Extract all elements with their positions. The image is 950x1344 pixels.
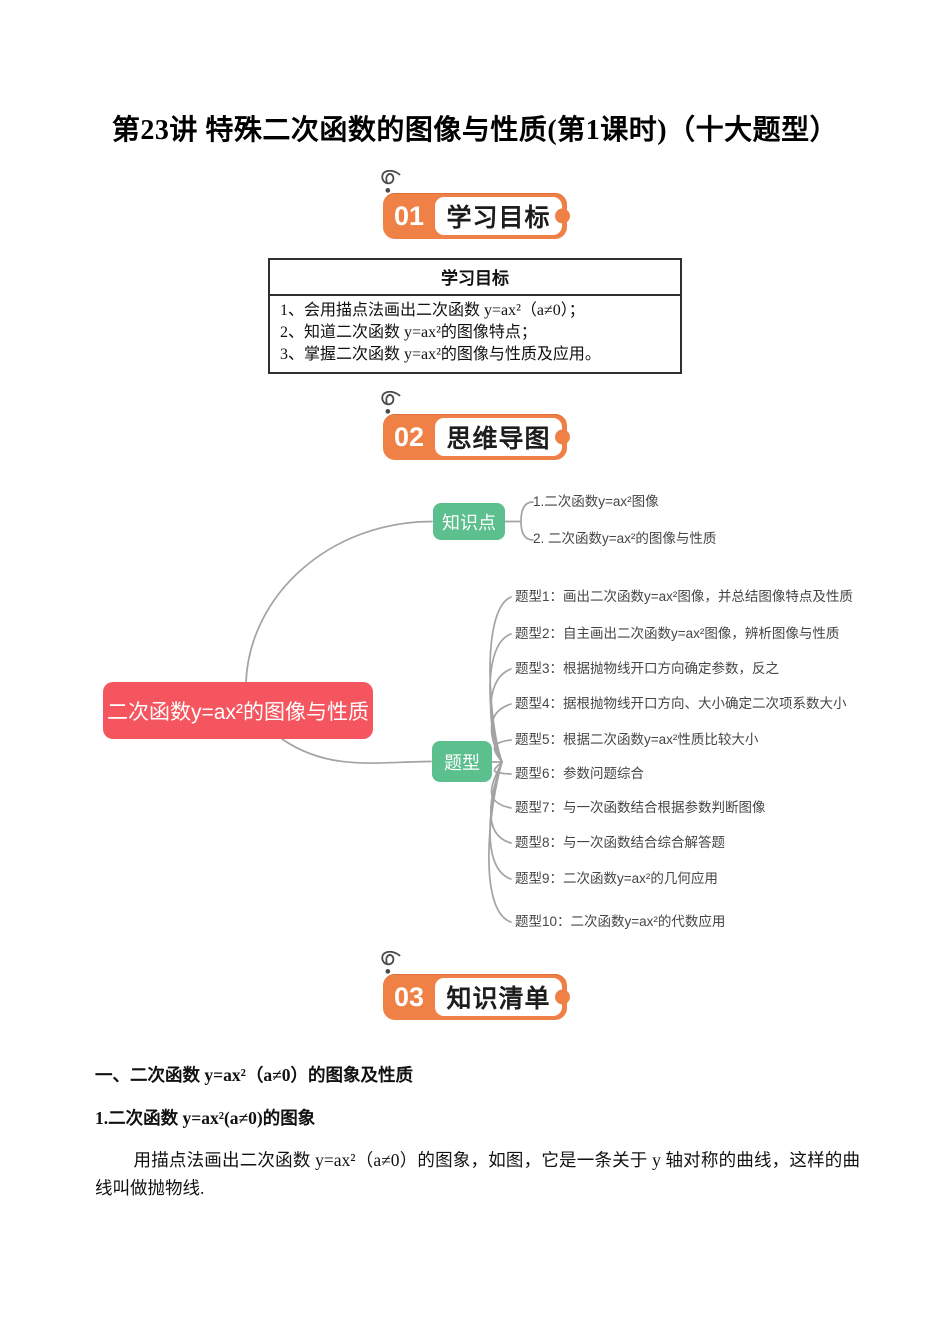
pin-icon <box>381 950 401 974</box>
objective-item-1: 1、会用描点法画出二次函数 y=ax²（a≠0）； <box>280 302 585 319</box>
mindmap-branch-knowledge: 知识点 <box>433 503 505 540</box>
section-label: 学习目标 <box>446 204 551 232</box>
section-badge-mindmap: 02 思维导图 <box>381 390 570 460</box>
objectives-table-body: 1、会用描点法画出二次函数 y=ax²（a≠0）； 2、知道二次函数 y=ax²… <box>270 296 680 372</box>
problem-type-item: 题型8：与一次函数结合综合解答题 <box>515 835 726 850</box>
section-label-pill: 思维导图 <box>435 418 570 456</box>
section-label: 思维导图 <box>446 425 551 453</box>
notch-decoration <box>555 429 570 445</box>
objective-item-3: 3、掌握二次函数 y=ax²的图像与性质及应用。 <box>280 346 601 363</box>
problem-type-item: 题型6：参数问题综合 <box>515 766 645 781</box>
mindmap-root-node: 二次函数y=ax²的图像与性质 <box>103 682 373 739</box>
objectives-table: 学习目标 1、会用描点法画出二次函数 y=ax²（a≠0）； 2、知道二次函数 … <box>268 258 682 374</box>
problem-type-item: 题型5：根据二次函数y=ax²性质比较大小 <box>515 732 759 747</box>
problem-type-item: 题型1：画出二次函数y=ax²图像，并总结图像特点及性质 <box>515 589 853 604</box>
section-number: 03 <box>393 981 425 1012</box>
problem-type-item: 题型9：二次函数y=ax²的几何应用 <box>515 871 718 886</box>
section-number: 02 <box>393 421 425 452</box>
objectives-table-header: 学习目标 <box>270 260 680 296</box>
problem-type-item: 题型7：与一次函数结合根据参数判断图像 <box>515 800 766 815</box>
mindmap: 二次函数y=ax²的图像与性质 知识点 题型 1.二次函数y=ax²图像 2. … <box>0 480 950 945</box>
problem-type-item: 题型10：二次函数y=ax²的代数应用 <box>515 914 726 929</box>
knowledge-item: 1.二次函数y=ax²图像 <box>533 494 659 509</box>
problem-type-item: 题型4：据根抛物线开口方向、大小确定二次项系数大小 <box>515 696 847 711</box>
problem-type-item: 题型2：自主画出二次函数y=ax²图像，辨析图像与性质 <box>515 626 840 641</box>
section-label: 知识清单 <box>446 985 551 1013</box>
knowledge-paragraph: 用描点法画出二次函数 y=ax²（a≠0）的图象，如图，它是一条关于 y 轴对称… <box>95 1150 860 1198</box>
notch-decoration <box>555 989 570 1005</box>
knowledge-item: 2. 二次函数y=ax²的图像与性质 <box>533 531 717 546</box>
section-badge-knowledge-list: 03 知识清单 <box>381 950 570 1020</box>
knowledge-heading-1: 一、二次函数 y=ax²（a≠0）的图象及性质 <box>95 1065 413 1085</box>
pin-icon <box>381 169 401 193</box>
doc-title: 第23讲 特殊二次函数的图像与性质(第1课时)（十大题型） <box>111 115 839 146</box>
mindmap-connector-lines <box>245 501 534 923</box>
section-label-pill: 学习目标 <box>435 197 570 235</box>
problem-type-item: 题型3：根据抛物线开口方向确定参数，反之 <box>515 661 780 676</box>
pin-icon <box>381 390 401 414</box>
section-badge-learning-goals: 01 学习目标 <box>381 169 570 239</box>
notch-decoration <box>555 208 570 224</box>
knowledge-heading-2: 1.二次函数 y=ax²(a≠0)的图象 <box>95 1108 316 1128</box>
objective-item-2: 2、知道二次函数 y=ax²的图像特点； <box>280 324 537 341</box>
section-label-pill: 知识清单 <box>435 978 570 1016</box>
mindmap-branch-problem-types: 题型 <box>432 741 492 782</box>
section-number: 01 <box>393 200 425 231</box>
